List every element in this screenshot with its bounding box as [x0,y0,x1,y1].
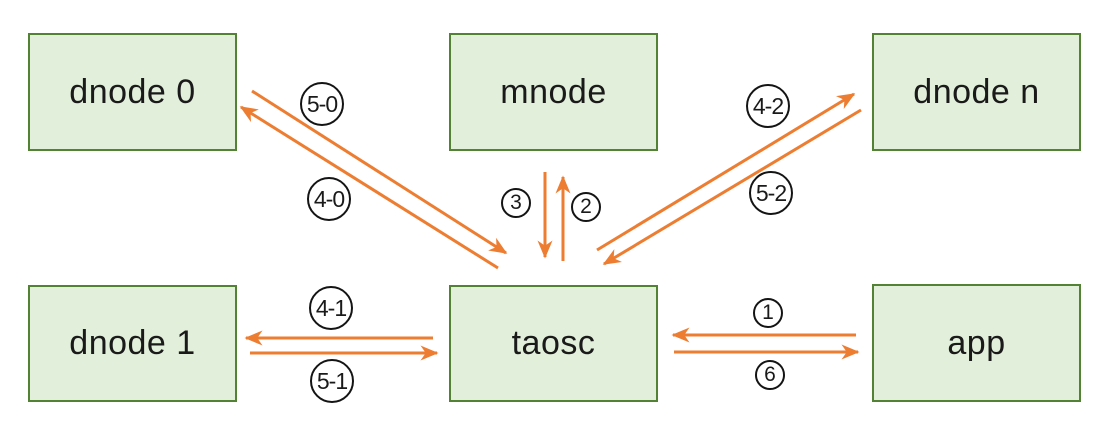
node-label: dnode 0 [69,72,196,111]
edge-label-1: 1 [753,298,783,328]
edge-label-6: 6 [755,360,785,390]
edge-dnoden-to-taosc [602,108,862,266]
edge-label-4-2: 4-2 [746,84,790,128]
node-app: app [872,284,1081,402]
edge-taosc-to-dnode0 [239,105,499,270]
node-label: dnode 1 [69,324,196,362]
edge-label-4-0: 4-0 [307,177,351,221]
node-taosc: taosc [449,285,658,402]
node-mnode: mnode [449,33,658,151]
edge-label-2: 2 [571,192,601,222]
edge-taosc-to-dnoden [596,92,856,252]
node-label: taosc [511,324,596,362]
node-dnode1: dnode 1 [28,285,237,402]
node-label: mnode [500,72,607,111]
node-label: app [947,323,1006,362]
edge-label-5-1: 5-1 [310,359,354,403]
edge-dnode0-to-taosc [251,89,508,255]
node-dnode0: dnode 0 [28,33,237,151]
node-dnoden: dnode n [872,33,1081,151]
node-label: dnode n [913,72,1040,111]
edge-label-5-0: 5-0 [300,82,344,126]
edge-label-5-2: 5-2 [749,171,793,215]
edge-label-4-1: 4-1 [309,286,353,330]
edge-label-3: 3 [501,188,531,218]
